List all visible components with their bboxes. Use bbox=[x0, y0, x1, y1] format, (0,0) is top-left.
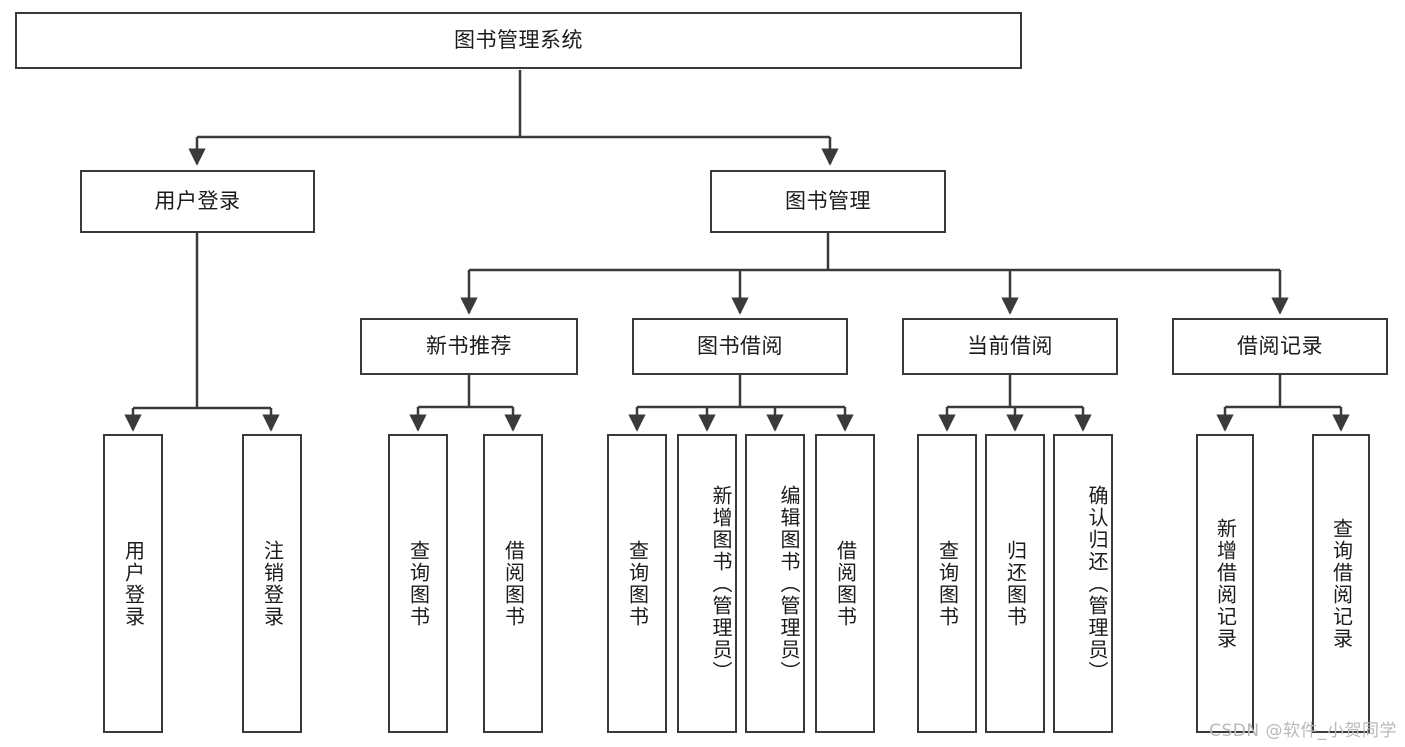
node-label: 借阅图书 bbox=[501, 539, 526, 628]
node-label: 图书借阅 bbox=[697, 333, 783, 358]
node-label: 编辑图书（管理员） bbox=[777, 484, 801, 683]
leaf-borrow-record-add-record[interactable]: 新增借阅记录 bbox=[1196, 434, 1254, 733]
leaf-book-borrow-borrow-book[interactable]: 借阅图书 bbox=[815, 434, 875, 733]
node-book-management[interactable]: 图书管理 bbox=[710, 170, 946, 233]
leaf-book-borrow-edit-book-admin[interactable]: 编辑图书（管理员） bbox=[745, 434, 805, 733]
node-label: 新增图书（管理员） bbox=[709, 484, 733, 683]
node-label: 借阅记录 bbox=[1237, 333, 1323, 358]
node-label: 查询借阅记录 bbox=[1329, 517, 1354, 650]
node-label: 查询图书 bbox=[935, 539, 960, 628]
leaf-book-borrow-add-book-admin[interactable]: 新增图书（管理员） bbox=[677, 434, 737, 733]
leaf-book-borrow-query-book[interactable]: 查询图书 bbox=[607, 434, 667, 733]
node-label: 注销登录 bbox=[260, 539, 285, 628]
node-label: 查询图书 bbox=[406, 539, 431, 628]
node-borrowing-record[interactable]: 借阅记录 bbox=[1172, 318, 1388, 375]
leaf-new-book-query-book[interactable]: 查询图书 bbox=[388, 434, 448, 733]
node-label: 查询图书 bbox=[625, 539, 650, 628]
csdn-watermark: CSDN @软件_小贺同学 bbox=[1209, 721, 1397, 741]
node-label: 确认归还（管理员） bbox=[1085, 484, 1109, 683]
node-label: 新书推荐 bbox=[426, 333, 512, 358]
node-user-login[interactable]: 用户登录 bbox=[80, 170, 315, 233]
node-new-book-recommendation[interactable]: 新书推荐 bbox=[360, 318, 578, 375]
node-label: 用户登录 bbox=[121, 539, 146, 628]
leaf-user-login-login[interactable]: 用户登录 bbox=[103, 434, 163, 733]
node-book-borrowing[interactable]: 图书借阅 bbox=[632, 318, 848, 375]
node-root-book-management-system[interactable]: 图书管理系统 bbox=[15, 12, 1022, 69]
leaf-borrow-record-query-record[interactable]: 查询借阅记录 bbox=[1312, 434, 1370, 733]
node-current-borrowing[interactable]: 当前借阅 bbox=[902, 318, 1118, 375]
leaf-user-login-logout[interactable]: 注销登录 bbox=[242, 434, 302, 733]
node-label: 用户登录 bbox=[154, 188, 241, 213]
node-label: 图书管理 bbox=[785, 188, 871, 213]
leaf-current-borrow-return-book[interactable]: 归还图书 bbox=[985, 434, 1045, 733]
node-label: 图书管理系统 bbox=[454, 27, 583, 52]
node-label: 当前借阅 bbox=[967, 333, 1053, 358]
node-label: 借阅图书 bbox=[833, 539, 858, 628]
leaf-current-borrow-confirm-return-admin[interactable]: 确认归还（管理员） bbox=[1053, 434, 1113, 733]
leaf-current-borrow-query-book[interactable]: 查询图书 bbox=[917, 434, 977, 733]
leaf-new-book-borrow-book[interactable]: 借阅图书 bbox=[483, 434, 543, 733]
node-label: 新增借阅记录 bbox=[1213, 517, 1238, 650]
node-label: 归还图书 bbox=[1003, 539, 1028, 628]
